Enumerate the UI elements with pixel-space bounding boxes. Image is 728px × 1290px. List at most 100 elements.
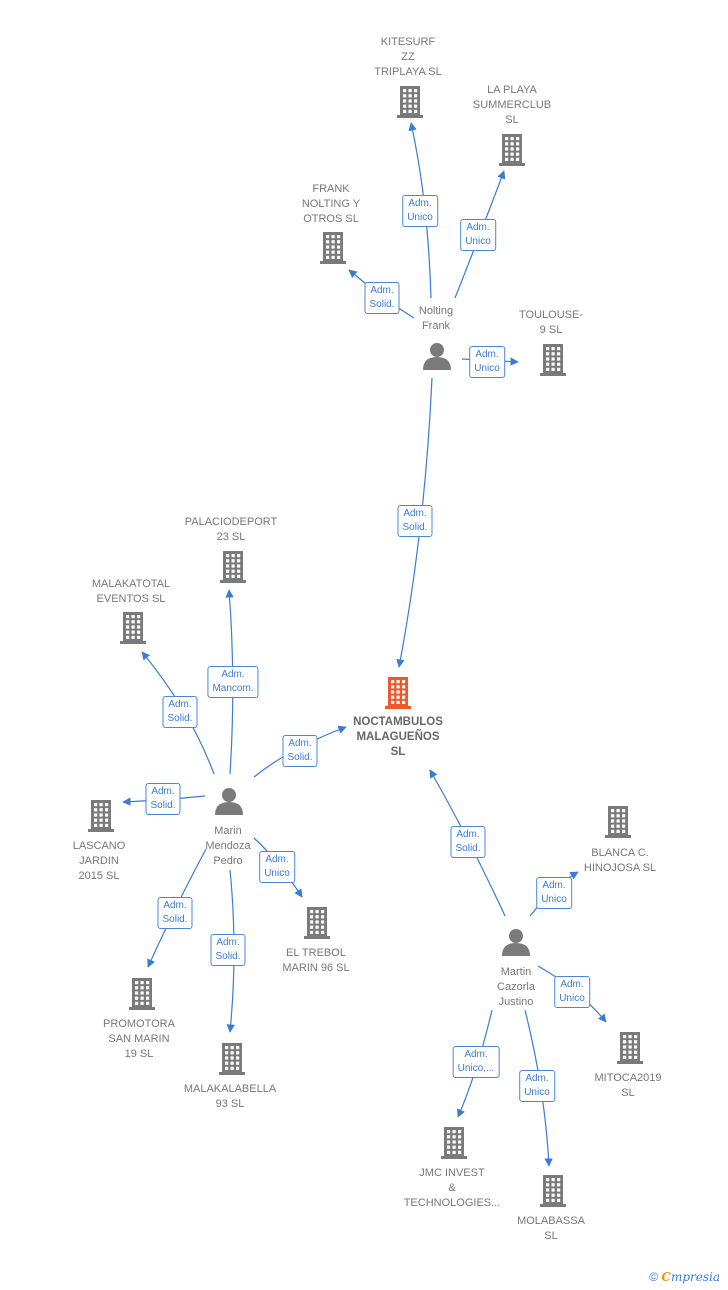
- edge-label-line: Adm.: [163, 900, 187, 911]
- building-icon-jmc[interactable]: [441, 1127, 467, 1159]
- edge-label-martin-molabassa[interactable]: Adm.Unico: [519, 1070, 555, 1102]
- edge-label-line: Solid.: [162, 914, 188, 925]
- node-label-line: TECHNOLOGIES...: [403, 1197, 501, 1209]
- node-label-blanca[interactable]: BLANCA C.HINOJOSA SL: [584, 846, 656, 876]
- edge-label-nolting-laplaya[interactable]: Adm.Unico: [460, 219, 496, 251]
- edge-label-marin-eltrebol[interactable]: Adm.Unico: [259, 851, 295, 883]
- building-icon-malakatotal[interactable]: [120, 612, 146, 644]
- node-label-line: EL TREBOL: [286, 947, 346, 959]
- building-icon-blanca[interactable]: [605, 806, 631, 838]
- edge-label-marin-malakatotal[interactable]: Adm.Solid.: [162, 696, 198, 728]
- node-label-eltrebol[interactable]: EL TREBOL MARIN 96 SL: [282, 946, 349, 976]
- node-label-line: 93 SL: [215, 1098, 245, 1110]
- edge-label-marin-palaciodeport[interactable]: Adm.Mancom.: [207, 666, 259, 698]
- edge-label-marin-promotora[interactable]: Adm. Solid.: [157, 897, 193, 929]
- building-icon-molabassa[interactable]: [540, 1175, 566, 1207]
- node-label-line: 9 SL: [539, 324, 563, 336]
- node-label-line: SL: [544, 1230, 558, 1242]
- node-label-toulouse[interactable]: TOULOUSE- 9 SL: [519, 308, 583, 338]
- node-label-line: TRIPLAYA SL: [374, 66, 442, 78]
- edge-label-marin-malakalabella[interactable]: Adm. Solid.: [210, 934, 246, 966]
- node-label-line: SAN MARIN: [108, 1033, 170, 1045]
- building-icon-eltrebol[interactable]: [304, 907, 330, 939]
- person-icon-nolting[interactable]: [423, 343, 451, 370]
- edge-label-nolting-frank_nolting_otros[interactable]: Adm.Solid.: [364, 282, 400, 314]
- node-label-line: MITOCA2019: [594, 1072, 662, 1084]
- copyright-symbol: ©: [649, 1270, 659, 1284]
- node-label-line: Mendoza: [205, 840, 251, 852]
- person-icon-martin[interactable]: [502, 929, 530, 956]
- building-icon-palaciodeport[interactable]: [220, 551, 246, 583]
- node-label-line: ZZ: [401, 51, 415, 63]
- node-label-line: SL: [390, 746, 406, 758]
- edge-label-marin-lascano[interactable]: Adm.Solid.: [145, 783, 181, 815]
- node-label-line: Cazorla: [497, 981, 535, 993]
- building-icon-lascano[interactable]: [88, 800, 114, 832]
- building-icon-promotora[interactable]: [129, 978, 155, 1010]
- node-label-line: LASCANO: [72, 840, 126, 852]
- edge-label-line: Unico: [264, 868, 290, 879]
- building-icon-kitesurf[interactable]: [397, 86, 423, 118]
- node-label-line: 23 SL: [216, 531, 246, 543]
- edge-label-line: Solid.: [287, 752, 313, 763]
- node-label-line: PROMOTORA: [103, 1018, 175, 1030]
- edge-label-line: Unico: [407, 212, 433, 223]
- node-label-line: NOCTAMBULOS: [353, 716, 443, 728]
- node-label-jmc[interactable]: JMC INVEST&TECHNOLOGIES...: [404, 1166, 501, 1211]
- edge-label-martin-noctambulos[interactable]: Adm.Solid.: [450, 826, 486, 858]
- node-label-line: SL: [621, 1087, 635, 1099]
- node-label-line: FRANK: [312, 183, 350, 195]
- node-label-line: Marin: [214, 825, 242, 837]
- node-label-line: MARIN 96 SL: [282, 962, 350, 974]
- node-label-line: EVENTOS SL: [96, 593, 166, 605]
- edge-label-line: Solid.: [455, 843, 481, 854]
- edge-label-nolting-toulouse[interactable]: Adm.Unico: [469, 346, 505, 378]
- node-label-line: Pedro: [213, 855, 243, 867]
- building-icon-frank_nolting_otros[interactable]: [320, 232, 346, 264]
- node-label-line: SL: [505, 114, 519, 126]
- node-label-line: TOULOUSE-: [519, 309, 583, 321]
- node-label-line: MALAKATOTAL: [91, 578, 171, 590]
- edge-label-line: Adm.: [525, 1073, 549, 1084]
- building-icon-noctambulos[interactable]: [385, 677, 411, 709]
- building-icon-malakalabella[interactable]: [219, 1043, 245, 1075]
- node-label-malakatotal[interactable]: MALAKATOTAL EVENTOS SL: [92, 577, 170, 607]
- node-label-line: JMC INVEST: [419, 1167, 485, 1179]
- node-label-line: 2015 SL: [78, 870, 120, 882]
- edge-label-line: Solid.: [402, 522, 428, 533]
- edge-label-martin-blanca[interactable]: Adm.Unico: [536, 877, 572, 909]
- edge-label-martin-jmc[interactable]: Adm.Unico,...: [452, 1046, 500, 1078]
- edge-label-marin-noctambulos[interactable]: Adm.Solid.: [282, 735, 318, 767]
- edge-label-line: Adm.: [216, 937, 240, 948]
- node-label-line: HINOJOSA SL: [583, 862, 657, 874]
- edge-label-line: Adm.: [475, 349, 499, 360]
- person-icon-marin[interactable]: [215, 788, 243, 815]
- edge-label-martin-mitoca[interactable]: Adm.Unico: [554, 976, 590, 1008]
- node-label-line: SUMMERCLUB: [472, 99, 552, 111]
- building-icon-toulouse[interactable]: [540, 344, 566, 376]
- edge-label-line: Mancom.: [212, 683, 254, 694]
- edge-label-line: Adm.: [542, 880, 566, 891]
- edge-label-nolting-noctambulos[interactable]: Adm.Solid.: [397, 505, 433, 537]
- edge-label-line: Solid.: [167, 713, 193, 724]
- node-label-line: Frank: [421, 320, 451, 332]
- building-icon-laplaya[interactable]: [499, 134, 525, 166]
- edge-label-line: Unico,...: [457, 1063, 495, 1074]
- edge-label-line: Solid.: [215, 951, 241, 962]
- footer-brand[interactable]: © Cmpresia: [649, 1270, 720, 1284]
- edge-label-nolting-kitesurf[interactable]: Adm.Unico: [402, 195, 438, 227]
- building-icon-mitoca[interactable]: [617, 1032, 643, 1064]
